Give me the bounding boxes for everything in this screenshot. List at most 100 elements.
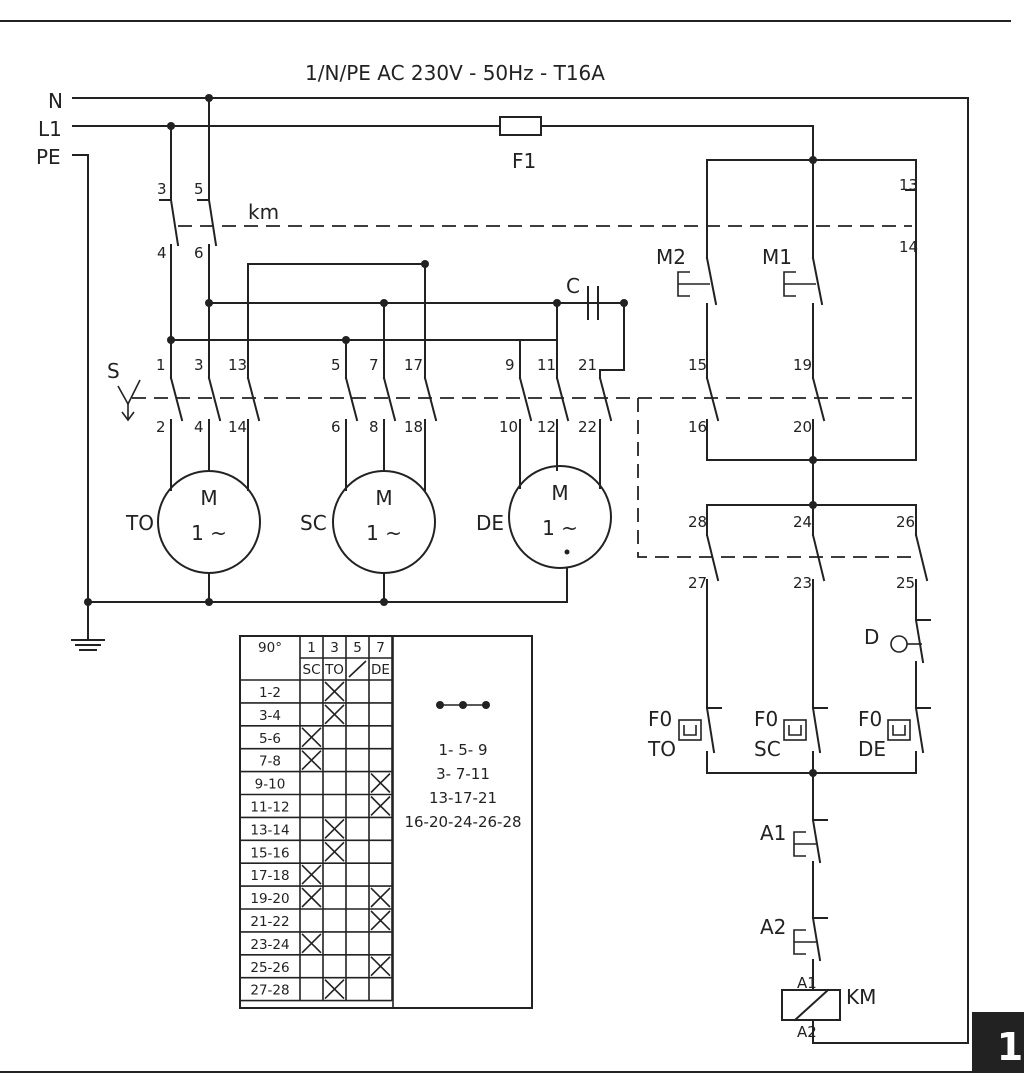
s-terminal-16: 16	[688, 418, 707, 436]
protective-earth-label: PE	[36, 145, 61, 169]
table-closed-mark	[324, 818, 345, 839]
coil-label: KM	[846, 985, 876, 1009]
table-row-label: 15-16	[250, 845, 289, 861]
selector-position-table	[239, 635, 533, 1009]
table-column-header: 3	[330, 640, 339, 656]
table-row-label: 27-28	[250, 983, 289, 999]
thermal-relay-to-tag: TO	[647, 737, 676, 761]
km-terminal-3: 3	[157, 180, 167, 198]
table-column-header: 1	[307, 640, 316, 656]
neutral-line	[72, 97, 969, 1044]
s-terminal-1: 1	[156, 356, 166, 374]
table-row-label: 17-18	[250, 868, 289, 884]
selector-mechanical-link	[132, 397, 912, 558]
s-terminal-28: 28	[688, 513, 707, 531]
bridge-symbol	[436, 701, 490, 709]
pushbutton-m1	[783, 256, 824, 379]
thermal-relay-to-f: F0	[648, 707, 672, 731]
line-l1-label: L1	[38, 117, 62, 141]
km-aux-terminal-13: 13	[899, 176, 918, 194]
km-aux-terminal-14: 14	[899, 238, 918, 256]
coil-terminal-a1: A1	[797, 974, 817, 992]
thermal-relay-sc-f: F0	[754, 707, 778, 731]
s-terminal-3: 3	[194, 356, 204, 374]
s-terminal-24: 24	[793, 513, 812, 531]
pushbutton-m2-label: M2	[656, 245, 686, 269]
bridge-line-3: 13-17-21	[429, 789, 497, 807]
thermal-relay-to	[678, 706, 722, 774]
table-row-label: 13-14	[250, 822, 289, 838]
s-terminal-14: 14	[228, 418, 247, 436]
motor-de-symbol: M	[551, 481, 568, 505]
phase-line-l1	[72, 125, 814, 161]
km-main-contacts	[159, 97, 218, 341]
page-tab-label: 1	[997, 1025, 1023, 1069]
thermal-relay-de	[887, 706, 931, 774]
table-row-label: 1-2	[259, 685, 281, 701]
table-row-label: 21-22	[250, 914, 289, 930]
table-row-label: 7-8	[259, 754, 281, 770]
table-empty-tag-slash	[348, 660, 367, 678]
table-closed-mark	[324, 841, 345, 862]
table-row-label: 19-20	[250, 891, 289, 907]
s-terminal-9: 9	[505, 356, 515, 374]
motor-to-phase: 1 ~	[191, 521, 227, 545]
s-terminal-20: 20	[793, 418, 812, 436]
table-column-header: 5	[353, 640, 362, 656]
s-terminal-4: 4	[194, 418, 204, 436]
motor-de	[508, 465, 612, 603]
capacitor-label: C	[566, 274, 580, 298]
pushbutton-m1-label: M1	[762, 245, 792, 269]
pressure-switch-d	[890, 618, 931, 709]
bus-lines	[170, 263, 625, 371]
selector-actuator-symbol	[117, 379, 141, 422]
control-circuit-top	[706, 159, 917, 461]
table-closed-mark	[301, 933, 322, 954]
km-terminal-6: 6	[194, 244, 204, 262]
page-tab	[972, 1012, 1024, 1072]
s-terminal-22: 22	[578, 418, 597, 436]
thermal-relay-de-tag: DE	[858, 737, 886, 761]
bridge-line-4: 16-20-24-26-28	[404, 813, 521, 831]
capacitor	[556, 286, 625, 371]
table-column-tag: TO	[324, 662, 344, 678]
motor-sc	[332, 469, 436, 603]
table-closed-mark	[301, 864, 322, 885]
table-closed-mark	[370, 910, 391, 931]
motor-sc-symbol: M	[375, 486, 392, 510]
bridge-line-2: 3- 7-11	[436, 765, 490, 783]
s-terminal-7: 7	[369, 356, 379, 374]
table-row-label: 11-12	[250, 800, 289, 816]
table-closed-mark	[370, 795, 391, 816]
thermal-relay-sc	[783, 706, 828, 774]
table-corner-label: 90°	[258, 640, 282, 656]
table-closed-mark	[370, 887, 391, 908]
table-row-label: 5-6	[259, 731, 281, 747]
table-column-tag: DE	[371, 662, 390, 678]
s-terminal-26: 26	[896, 513, 915, 531]
table-column-tag: SC	[303, 662, 321, 678]
motor-to-symbol: M	[200, 486, 217, 510]
s-terminal-23: 23	[793, 574, 812, 592]
table-closed-mark	[301, 750, 322, 771]
s-terminal-12: 12	[537, 418, 556, 436]
selector-contacts	[169, 339, 613, 471]
contactor-coil-km	[781, 988, 841, 1044]
pressure-switch-label: D	[864, 625, 879, 649]
table-closed-mark	[301, 727, 322, 748]
pushbutton-m2	[677, 256, 718, 379]
km-terminal-4: 4	[157, 244, 167, 262]
table-closed-mark	[324, 704, 345, 725]
table-row-label: 23-24	[250, 937, 289, 953]
thermal-relay-de-f: F0	[858, 707, 882, 731]
selector-label: S	[107, 359, 120, 383]
fuse-f1	[499, 116, 542, 136]
bridge-line-1: 1- 5- 9	[439, 741, 488, 759]
motor-de-phase: 1 ~	[542, 516, 578, 540]
table-row-label: 3-4	[259, 708, 281, 724]
s-terminal-25: 25	[896, 574, 915, 592]
table-closed-mark	[370, 956, 391, 977]
selector-contacts-lower	[705, 459, 929, 709]
s-terminal-8: 8	[369, 418, 379, 436]
